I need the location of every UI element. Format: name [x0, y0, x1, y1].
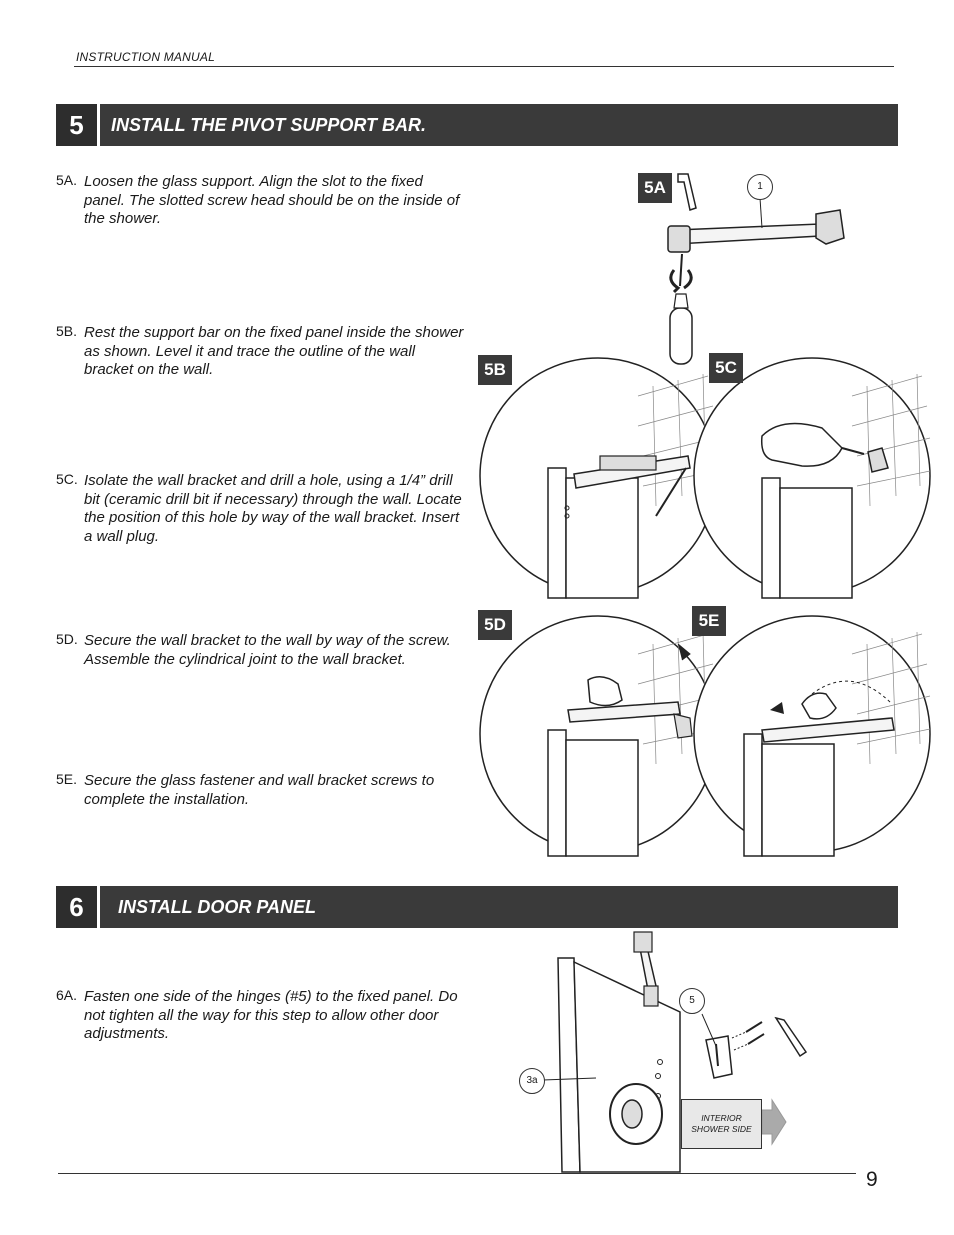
interior-shower-side-label: INTERIOR SHOWER SIDE: [681, 1099, 762, 1149]
step-5b-text: Rest the support bar on the fixed panel …: [84, 324, 464, 379]
figure-5a-illustration: [667, 173, 845, 365]
figure-6a-illustration: [542, 931, 808, 1173]
step-5d-text: Secure the wall bracket to the wall by w…: [84, 632, 451, 668]
figure-5a-label: 5A: [638, 173, 672, 203]
callout-part-1: 1: [747, 174, 773, 200]
section-6-number: 6: [56, 886, 100, 928]
step-5a-label: 5A.: [56, 172, 78, 188]
section-6-bar: 6 INSTALL DOOR PANEL: [56, 886, 898, 928]
section-5-number: 5: [56, 104, 100, 146]
section-6-title: INSTALL DOOR PANEL: [118, 897, 316, 917]
figure-5c-illustration: [693, 357, 931, 599]
figure-5e-illustration: [693, 615, 931, 857]
section-5-bar: 5 INSTALL THE PIVOT SUPPORT BAR.: [56, 104, 898, 146]
step-5e-label: 5E.: [56, 771, 78, 787]
step-5c-text: Isolate the wall bracket and drill a hol…: [84, 472, 462, 546]
figure-5b-illustration: [479, 357, 717, 599]
footer-rule: [58, 1173, 856, 1174]
step-5b-label: 5B.: [56, 323, 78, 339]
step-5d-label: 5D.: [56, 631, 78, 647]
step-5a-text: Loosen the glass support. Align the slot…: [84, 173, 460, 228]
figure-5c-label: 5C: [709, 353, 743, 383]
step-6a-label: 6A.: [56, 987, 78, 1003]
page-number: 9: [866, 1168, 878, 1191]
figure-5b-label: 5B: [478, 355, 512, 385]
header-rule: [74, 66, 894, 67]
callout-part-3a: 3a: [519, 1068, 545, 1094]
section-5-title: INSTALL THE PIVOT SUPPORT BAR.: [111, 115, 427, 135]
header-label: INSTRUCTION MANUAL: [76, 50, 215, 64]
figure-5d-label: 5D: [478, 610, 512, 640]
figure-5e-label: 5E: [692, 606, 726, 636]
step-5c-label: 5C.: [56, 471, 78, 487]
callout-part-5: 5: [679, 988, 705, 1014]
step-5e-text: Secure the glass fastener and wall brack…: [84, 772, 435, 808]
step-6a-text: Fasten one side of the hinges (#5) to th…: [84, 988, 458, 1043]
figure-5d-illustration: [479, 615, 717, 857]
